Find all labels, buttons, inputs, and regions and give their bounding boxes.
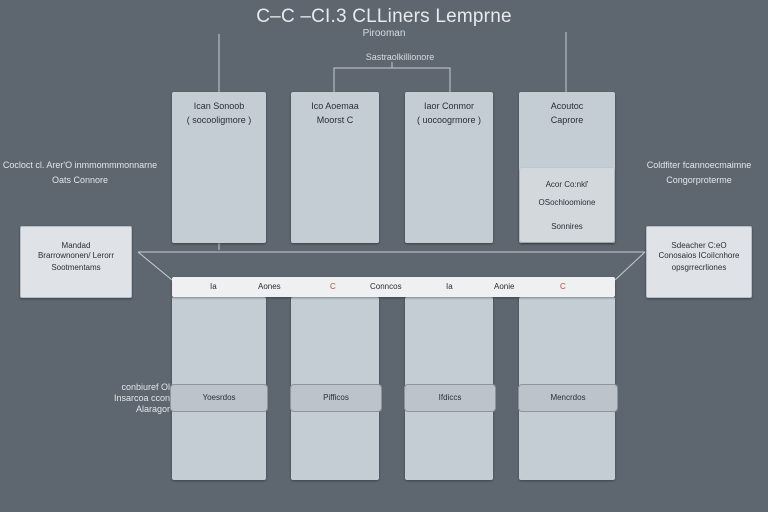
column-3-subtitle: ( uocoogrmore ) [416, 115, 482, 125]
band-label-3: C [330, 282, 336, 291]
left-card: Mandad Brarrownonen/ Lerorr Sootmentams [20, 226, 132, 298]
right-note: Coldfiter fcannoecmaimne Congorproterme [630, 160, 768, 186]
column-1-title: Ican Sonoob [193, 101, 245, 111]
inner-card-line-3: Sonnires [551, 222, 583, 231]
diagram-title: C–C –CI.3 CLLiners Lemprne [256, 6, 512, 27]
diagram-subtitle: Pirooman [362, 28, 406, 39]
pill-2: Pifficos [290, 384, 382, 412]
bottom-note-line-2: Insarcoa ccon [113, 393, 170, 403]
left-card-line-2: Brarrownonen/ Lerorr [37, 251, 115, 260]
inner-card: Acor Co:nkl' OSochloomione Sonnires [520, 168, 614, 242]
band-label-4: Conncos [370, 282, 402, 291]
band-label-6: Aonie [494, 282, 515, 291]
right-note-line-1: Coldfiter fcannoecmaimne [646, 160, 752, 170]
pill-1: Yoesrdos [170, 384, 268, 412]
funnel-right-line [614, 251, 646, 281]
pill-3: Ifdiccs [404, 384, 496, 412]
bottom-note-line-1: conbiuref Ol [121, 382, 170, 392]
inner-card-line-2: OSochloomione [538, 198, 596, 207]
band-label-1: Ia [210, 282, 217, 291]
funnel-left-line [137, 251, 173, 281]
column-box-1: Ican Sonoob ( socooligmore ) [172, 92, 266, 243]
left-note-line-1: Cocloct cl. Arer'O inmmommmonnarne [2, 160, 158, 170]
column-3-title: Iaor Conmor [423, 101, 475, 111]
right-note-line-2: Congorproterme [666, 175, 732, 185]
band-label-7: C [560, 282, 566, 291]
horizontal-band: Ia Aones C Conncos Ia Aonie C [172, 277, 615, 297]
bottom-note: conbiuref Ol Insarcoa ccon Alaragor [86, 382, 170, 415]
bracket-line [333, 67, 451, 92]
column-box-2: Ico Aoemaa Moorst C [291, 92, 379, 243]
band-label-5: Ia [446, 282, 453, 291]
column-2-title: Ico Aoemaa [311, 101, 359, 111]
column-2-subtitle: Moorst C [316, 115, 354, 125]
bottom-note-line-3: Alaragor [135, 404, 170, 414]
right-card-line-2: Conosaios ICoiIcnhore [658, 251, 740, 260]
inner-card-line-1: Acor Co:nkl' [545, 180, 589, 189]
left-note: Cocloct cl. Arer'O inmmommmonnarne Oats … [0, 160, 160, 186]
bracket-label: Sastraolkillionore [365, 52, 435, 62]
column-1-subtitle: ( socooligmore ) [186, 115, 252, 125]
column-4-subtitle: Caprore [550, 115, 584, 125]
left-card-line-1: Mandad [61, 241, 91, 250]
left-card-line-3: Sootmentams [51, 263, 101, 272]
column-4-title: Acoutoc [550, 101, 584, 111]
right-card-line-3: opsgrrecrliones [671, 263, 727, 272]
left-note-line-2: Oats Connore [51, 175, 109, 185]
right-card-line-1: Sdeacher C:eO [671, 241, 727, 250]
pill-4: Mencrdos [518, 384, 618, 412]
band-label-2: Aones [258, 282, 281, 291]
column-box-3: Iaor Conmor ( uocoogrmore ) [405, 92, 493, 243]
right-card: Sdeacher C:eO Conosaios ICoiIcnhore opsg… [646, 226, 752, 298]
